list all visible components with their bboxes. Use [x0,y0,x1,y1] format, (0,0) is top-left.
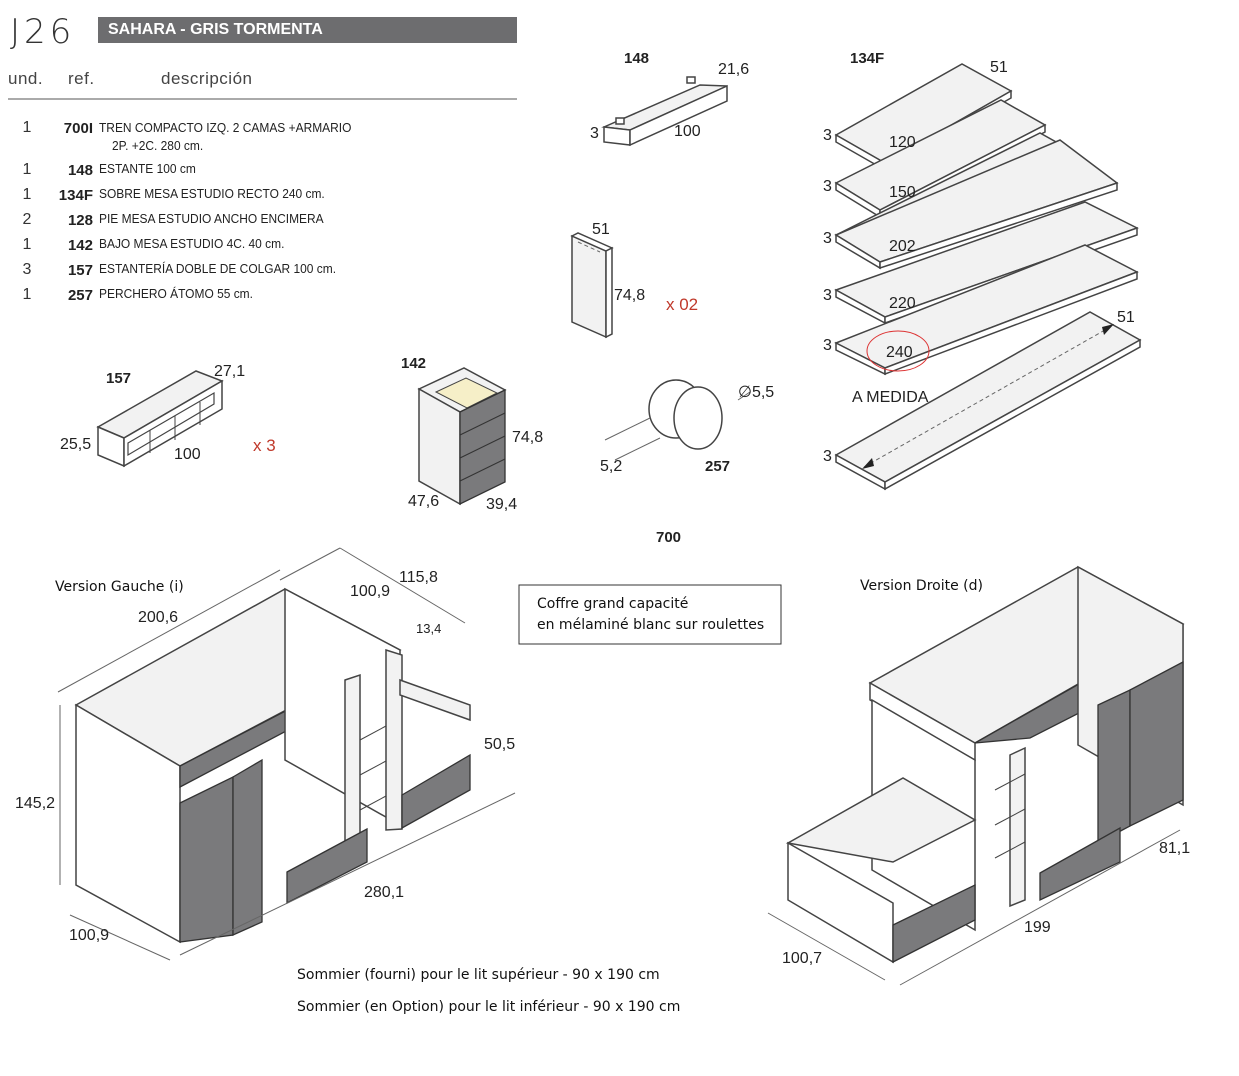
drawer-142-label: 142 [401,355,427,372]
item-desc: PIE MESA ESTUDIO ANCHO ENCIMERA [99,211,324,226]
dim-label: 200,6 [138,609,179,626]
bed-right-drawing [767,565,1185,986]
item-desc-line2: 2P. +2C. 280 cm. [112,138,204,153]
drawer-142-drawing [417,367,507,506]
dim-label: 100,7 [782,950,823,967]
dim-label: 13,4 [416,621,442,636]
dim-label: 100 [174,446,201,463]
dim-label: 199 [1024,919,1051,936]
dim-label: 3 [590,125,599,142]
item-ref: 700I [63,120,93,137]
panel-128-drawing [570,232,614,339]
item-qty: 1 [22,186,32,203]
dim-label: 39,4 [486,496,518,513]
item-desc: TREN COMPACTO IZQ. 2 CAMAS +ARMARIO [99,120,352,135]
tops-134f-drawing [834,63,1142,491]
col-ref: ref. [68,69,95,88]
dim-label: 81,1 [1159,840,1191,857]
shelf-148-label: 148 [624,50,650,67]
item-ref: 142 [67,237,93,254]
quantity-note: x 02 [666,295,699,314]
col-und: und. [8,69,44,88]
item-ref: 148 [67,162,93,179]
note-line: en mélaminé blanc sur roulettes [537,617,765,633]
dim-label: 25,5 [60,436,92,453]
note-line: Coffre grand capacité [537,596,689,612]
dim-label: 3 [823,127,832,144]
bed-left-drawing [57,547,516,961]
dim-label: 51 [990,59,1008,76]
dim-label: 100,9 [350,583,391,600]
length-label: 120 [889,134,916,151]
tops-134f-label: 134F [850,50,885,67]
dim-label: 5,2 [600,458,623,475]
length-label: 220 [889,295,916,312]
dim-label: 51 [1117,309,1135,326]
quantity-note: x 3 [253,436,276,455]
item-qty: 3 [22,261,32,278]
item-qty: 1 [22,161,32,178]
item-ref: 128 [67,212,93,229]
col-descripcion: descripción [161,69,253,88]
dim-label: 100 [674,123,701,140]
dim-label: 47,6 [408,493,440,510]
item-ref: 134F [58,187,93,204]
model-code: J26 [10,12,76,52]
dim-label: 3 [823,230,832,247]
shelf-157-drawing [96,370,224,468]
dim-label: 74,8 [512,429,544,446]
item-desc: BAJO MESA ESTUDIO 4C. 40 cm. [99,236,285,251]
item-qty: 1 [22,236,32,253]
length-label: 240 [886,344,913,361]
footer-note: Sommier (en Option) pour le lit inférieu… [297,999,681,1015]
finish-title: SAHARA - GRIS TORMENTA [98,17,517,43]
dim-label: 100,9 [69,927,110,944]
hook-257-label: 257 [705,458,731,475]
footer-note: Sommier (fourni) pour le lit supérieur -… [297,967,660,983]
dim-label: 50,5 [484,736,516,753]
shelf-157-label: 157 [106,370,132,387]
dim-label: 3 [823,287,832,304]
item-qty: 1 [22,286,32,303]
dim-label: 145,2 [15,795,56,812]
version-left-title: Version Gauche (i) [55,579,184,595]
item-desc: ESTANTE 100 cm [99,161,196,176]
version-right-title: Version Droite (d) [860,578,983,594]
bed-700-label: 700 [656,529,682,546]
dim-label: 51 [592,221,610,238]
hook-257-drawing [604,379,751,461]
dim-label: 3 [823,178,832,195]
custom-size-label: A MEDIDA [852,389,929,406]
item-ref: 157 [67,262,93,279]
dim-label: 27,1 [214,363,246,380]
item-qty: 1 [22,119,32,136]
dim-label: 21,6 [718,61,750,78]
length-label: 150 [889,184,916,201]
note-box [518,584,782,645]
item-desc: SOBRE MESA ESTUDIO RECTO 240 cm. [99,186,325,201]
item-desc: PERCHERO ÁTOMO 55 cm. [99,286,253,301]
dim-label: 3 [823,448,832,465]
shelf-148-drawing [601,76,728,147]
dim-label: ∅5,5 [738,384,775,401]
dim-label: 280,1 [364,884,405,901]
item-qty: 2 [22,211,32,228]
length-label: 202 [889,238,916,255]
dim-label: 3 [823,337,832,354]
item-desc: ESTANTERÍA DOBLE DE COLGAR 100 cm. [99,261,337,276]
dim-label: 115,8 [399,569,438,586]
item-ref: 257 [67,287,93,304]
dim-label: 74,8 [614,287,646,304]
